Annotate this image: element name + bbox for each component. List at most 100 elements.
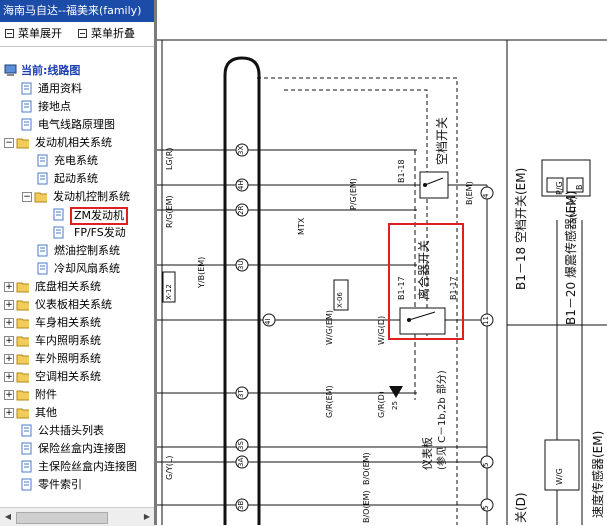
folder-icon bbox=[16, 372, 29, 383]
expand-toggle[interactable]: + bbox=[4, 336, 14, 346]
tree-root-label: 当前:线路图 bbox=[21, 64, 81, 77]
wire-bo: B/O(EM) bbox=[362, 452, 371, 485]
mtx2-label: (MTX) bbox=[569, 196, 578, 220]
tree-item-label: 起动系统 bbox=[54, 172, 98, 185]
tree-item-label: 保险丝盒内连接图 bbox=[38, 442, 126, 455]
document-icon bbox=[21, 442, 32, 455]
scroll-left-arrow-icon[interactable]: ◀ bbox=[4, 512, 12, 521]
computer-icon bbox=[4, 64, 17, 76]
node-5b: 5 bbox=[482, 505, 490, 510]
diagram-lines bbox=[157, 39, 607, 525]
pin-3u: 3U bbox=[237, 260, 245, 270]
x06-label: X-06 bbox=[336, 292, 344, 308]
wire-pg: P/G(EM) bbox=[349, 178, 358, 210]
tree-item-label: 冷却风扇系统 bbox=[54, 262, 120, 275]
menu-collapse-label: 菜单折叠 bbox=[91, 27, 135, 40]
wire-wg: W/G(D) bbox=[377, 315, 386, 345]
wire-lg: LG(R) bbox=[165, 147, 174, 170]
folder-icon bbox=[16, 318, 29, 329]
wire-bem: B(EM) bbox=[465, 181, 474, 205]
side-d-label: 关(D) bbox=[514, 492, 528, 523]
wire-gr: G/R(EM) bbox=[325, 385, 334, 418]
document-icon bbox=[21, 82, 32, 95]
expand-toggle[interactable]: + bbox=[4, 390, 14, 400]
speed-sensor-title: 速度传感器(EM) bbox=[591, 430, 605, 518]
window-title: 海南马自达--福美来(family) bbox=[0, 0, 156, 22]
wire-wgem: W/G(EM) bbox=[325, 309, 334, 345]
toolbar: 菜单展开 菜单折叠 bbox=[0, 22, 157, 47]
document-icon bbox=[37, 172, 48, 185]
tree-item-label: 充电系统 bbox=[54, 154, 98, 167]
pin-3a: 3A bbox=[237, 457, 245, 467]
folder-icon bbox=[16, 408, 29, 419]
tree-item-label: 接地点 bbox=[38, 100, 71, 113]
collapse-toggle[interactable]: − bbox=[22, 192, 32, 202]
left-panel: 海南马自达--福美来(family) 菜单展开 菜单折叠 当前:线路图 通用资料… bbox=[0, 0, 157, 526]
scroll-thumb[interactable] bbox=[16, 512, 108, 524]
folder-open-icon bbox=[34, 192, 47, 203]
menu-expand-button[interactable]: 菜单展开 bbox=[5, 26, 62, 42]
b1-18-code: B1-18 bbox=[397, 159, 406, 183]
tree-item-label: 零件索引 bbox=[38, 478, 82, 491]
connector-wg: W/G bbox=[555, 468, 564, 485]
node-4: 4 bbox=[482, 193, 490, 198]
tree-item-label: 公共插头列表 bbox=[38, 424, 104, 437]
menu-collapse-button[interactable]: 菜单折叠 bbox=[78, 26, 135, 42]
tree-item-label: 仪表板相关系统 bbox=[35, 298, 112, 311]
neutral-switch-label: 空档开关 bbox=[435, 116, 449, 165]
expand-toggle[interactable]: + bbox=[4, 408, 14, 418]
x12-label: X-12 bbox=[165, 284, 173, 300]
document-icon bbox=[53, 226, 64, 239]
clutch-switch-highlight bbox=[388, 223, 464, 340]
tree-item-label: 底盘相关系统 bbox=[35, 280, 101, 293]
tree-item-label: 通用资料 bbox=[38, 82, 82, 95]
b1-18-title: B1－18 空档开关(EM) bbox=[514, 167, 528, 290]
pin-3s: 3S bbox=[237, 441, 245, 450]
expand-toggle[interactable]: + bbox=[4, 300, 14, 310]
node-25: 25 bbox=[391, 401, 399, 410]
expand-toggle[interactable]: + bbox=[4, 354, 14, 364]
folder-icon bbox=[16, 300, 29, 311]
pin-3x: 3X bbox=[237, 145, 245, 155]
connector-pg: P/G bbox=[555, 181, 564, 195]
document-icon bbox=[37, 244, 48, 257]
scroll-right-arrow-icon[interactable]: ▶ bbox=[143, 512, 151, 521]
pin-3t: 3T bbox=[237, 389, 245, 398]
tree-item-label: 车外照明系统 bbox=[35, 352, 101, 365]
tree-item-label: 其他 bbox=[35, 406, 57, 419]
node-11: 11 bbox=[482, 316, 490, 325]
document-icon bbox=[21, 100, 32, 113]
document-icon bbox=[53, 208, 64, 221]
panel-splitter[interactable] bbox=[154, 0, 157, 525]
tree-item-label: 车身相关系统 bbox=[35, 316, 101, 329]
tree-item-label: FP/FS发动 bbox=[74, 226, 126, 239]
document-icon bbox=[21, 118, 32, 131]
folder-icon bbox=[16, 336, 29, 347]
document-icon bbox=[37, 154, 48, 167]
node-5: 5 bbox=[482, 462, 490, 467]
pin-3b: 3B bbox=[237, 500, 245, 510]
tree-item-label: 主保险丝盒内连接图 bbox=[38, 460, 137, 473]
menu-expand-label: 菜单展开 bbox=[18, 27, 62, 40]
wire-yb: Y/B(EM) bbox=[197, 256, 206, 288]
pin-2r: 2R bbox=[237, 205, 245, 215]
wire-grd: G/R(D) bbox=[377, 391, 386, 418]
dash-note-2: (参见 C－1b,2b 部分) bbox=[437, 370, 448, 470]
tree-item-label: 发动机控制系统 bbox=[53, 190, 130, 203]
tree-item-label: 空调相关系统 bbox=[35, 370, 101, 383]
tree-item-label: 发动机相关系统 bbox=[35, 136, 112, 149]
document-icon bbox=[21, 460, 32, 473]
pin-4i: 4I bbox=[264, 318, 272, 325]
collapse-toggle[interactable]: − bbox=[4, 138, 14, 148]
expand-toggle[interactable]: + bbox=[4, 318, 14, 328]
tree-item-label: 车内照明系统 bbox=[35, 334, 101, 347]
expand-toggle[interactable]: + bbox=[4, 282, 14, 292]
navigation-tree: 当前:线路图 通用资料 接地点 电气线路原理图 − 发动机相关系统 充电系统 起… bbox=[0, 58, 157, 498]
expand-toggle[interactable]: + bbox=[4, 372, 14, 382]
folder-icon bbox=[16, 390, 29, 401]
horizontal-scrollbar[interactable]: ◀ ▶ bbox=[0, 507, 157, 526]
wiring-diagram: 空档开关 离合器开关 B1-18 B1-17 B1-17 B1－18 空档开关(… bbox=[157, 0, 607, 525]
document-icon bbox=[21, 478, 32, 491]
wire-rg: R/G(EM) bbox=[165, 195, 174, 228]
document-icon bbox=[21, 424, 32, 437]
